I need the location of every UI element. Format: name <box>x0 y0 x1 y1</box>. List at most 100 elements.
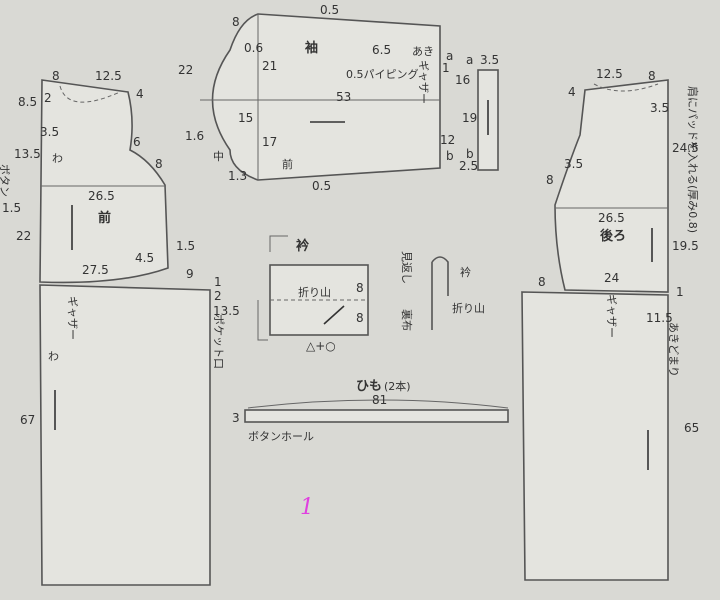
dim-front-corner: 2 <box>44 91 52 105</box>
dim-front-neck-width: 12.5 <box>95 69 122 83</box>
figure-number: 1 <box>300 495 314 520</box>
collar-title: 衿 <box>296 238 309 254</box>
sleeve-label: 袖 <box>305 40 318 56</box>
tie-outline <box>244 409 509 423</box>
dim-sleeve-top: 0.5 <box>320 3 339 17</box>
dim-back-chest: 26.5 <box>598 211 625 225</box>
dim-front-seam-4-5: 4.5 <box>135 251 154 265</box>
collar-detail-fold: 折り山 <box>452 301 485 315</box>
dim-back-neck-width: 12.5 <box>596 67 623 81</box>
dim-back-armhole-8: 8 <box>546 173 554 187</box>
dim-back-slit-length: 11.5 <box>646 311 673 325</box>
dim-cuff-bottom: 2.5 <box>459 159 478 173</box>
dim-front-skirt-length: 67 <box>20 413 35 427</box>
dim-back-skirt-length: 65 <box>684 421 699 435</box>
sleeve-cuff-mark-b: b <box>446 149 454 163</box>
dim-collar-bottom: 8 <box>356 311 364 325</box>
dim-sleeve-cap-8: 8 <box>232 15 240 29</box>
dim-sleeve-cap-21: 21 <box>262 59 277 73</box>
cuff-mark-a: a <box>466 53 473 67</box>
dim-back-3-5: 3.5 <box>650 101 669 115</box>
dim-front-seam-1-5: 1.5 <box>176 239 195 253</box>
front-skirt: ギャザー わ 67 13.5 ポケット口 <box>20 284 240 586</box>
dim-sleeve-cuff-12: 12 <box>440 133 455 147</box>
dim-front-chest: 26.5 <box>88 189 115 203</box>
dim-sleeve-cuff-1: 1 <box>442 61 450 75</box>
sleeve: 袖 0.5 8 0.6 21 22 53 15 1.6 17 中 前 1.3 0… <box>178 3 470 193</box>
tie-length-arc <box>247 399 509 409</box>
back-bodice: 後ろ 12.5 8 4 3.5 24.5 3.5 8 26.5 19.5 24 … <box>538 67 700 299</box>
dim-cuff-width: 3.5 <box>480 53 499 67</box>
dim-front-seam-1: 1 <box>214 275 222 289</box>
front-skirt-fold-mark: わ <box>48 350 59 363</box>
tie: ひも (2本) 81 3 ボタンホール <box>232 379 509 443</box>
front-button-label: ボタン <box>0 164 11 197</box>
dim-tie-length: 81 <box>372 393 387 407</box>
dim-collar-top: 8 <box>356 281 364 295</box>
collar-title-bracket <box>269 235 288 252</box>
sleeve-gather-label: ギャザー <box>417 60 430 104</box>
tie-note: (2本) <box>384 379 411 393</box>
dim-back-shoulder: 8 <box>648 69 656 83</box>
back-bodice-outline <box>554 79 669 293</box>
sleeve-piping-label: 0.5パイピング <box>346 67 419 81</box>
dim-tie-width: 3 <box>232 411 240 425</box>
cuff: 3.5 a 19 b 2.5 <box>459 53 499 173</box>
back-skirt-gather: ギャザー <box>605 294 618 338</box>
collar: 衿 折り山 8 8 △+○ 見返し 裏布 衿 折り山 <box>257 235 485 353</box>
dim-back-side: 8 <box>538 275 546 289</box>
front-fold-mark: わ <box>52 152 63 165</box>
front-skirt-gather: ギャザー <box>66 296 79 340</box>
dim-back-armhole-3-5: 3.5 <box>564 157 583 171</box>
front-skirt-outline <box>39 284 211 586</box>
collar-grain-arrow <box>323 305 345 325</box>
dim-front-bodice-length: 22 <box>16 229 31 243</box>
dim-front-neck-drop: 8.5 <box>18 95 37 109</box>
tie-buttonhole-label: ボタンホール <box>248 430 314 443</box>
dim-back-depth: 24.5 <box>672 141 699 155</box>
dim-front-seam-2: 2 <box>214 289 222 303</box>
dim-back-length: 19.5 <box>672 239 699 253</box>
dim-back-waist: 24 <box>604 271 619 285</box>
front-pocket-label: ポケット口 <box>212 314 225 369</box>
sleeve-cuff-mark-a: a <box>446 49 453 63</box>
front-bodice: 前 8 12.5 8.5 2 4 3.5 6 8 13.5 わ ボタン 1.5 … <box>0 69 222 303</box>
sleeve-opening-note: あき <box>412 45 434 58</box>
dim-front-button-band: 13.5 <box>14 147 41 161</box>
back-skirt-slit-stop: あきどまり <box>667 322 680 377</box>
back-neckline <box>593 83 659 92</box>
dim-sleeve-length: 53 <box>336 90 351 104</box>
collar-side-bracket <box>257 300 268 341</box>
cuff-mark-b: b <box>466 147 474 161</box>
dim-pocket-length: 13.5 <box>213 304 240 318</box>
sleeve-outline <box>211 13 441 181</box>
front-neckline <box>59 85 121 103</box>
sleeve-label-front: 前 <box>282 157 293 171</box>
back-skirt: ギャザー 11.5 あきどまり 65 <box>521 291 699 581</box>
dim-sleeve-elbow: 1.6 <box>185 129 204 143</box>
back-bodice-label: 後ろ <box>600 228 626 244</box>
dim-front-side-6: 6 <box>133 135 141 149</box>
collar-bottom-label: △+○ <box>306 339 336 353</box>
tie-title: ひも <box>356 379 382 394</box>
dim-sleeve-mid: 15 <box>238 111 253 125</box>
dim-front-button-offset: 1.5 <box>2 201 21 215</box>
dim-cuff-length: 19 <box>462 111 477 125</box>
dim-sleeve-under: 17 <box>262 135 277 149</box>
dim-back-seam-1: 1 <box>676 285 684 299</box>
collar-detail-drawing <box>431 256 449 330</box>
dim-front-armhole-8: 8 <box>155 157 163 171</box>
dim-sleeve-bottom-1-3: 1.3 <box>228 169 247 183</box>
dim-back-corner: 4 <box>568 85 576 99</box>
front-bodice-label: 前 <box>98 210 111 226</box>
sleeve-label-mid: 中 <box>213 150 224 163</box>
dim-sleeve-cap-0-6: 0.6 <box>244 41 263 55</box>
dim-front-3-5: 3.5 <box>40 125 59 139</box>
dim-front-waist: 27.5 <box>82 263 109 277</box>
dim-front-seam-9: 9 <box>186 267 194 281</box>
dim-sleeve-cuff-16: 16 <box>455 73 470 87</box>
back-skirt-outline <box>521 291 669 581</box>
dim-front-armhole-4: 4 <box>136 87 144 101</box>
